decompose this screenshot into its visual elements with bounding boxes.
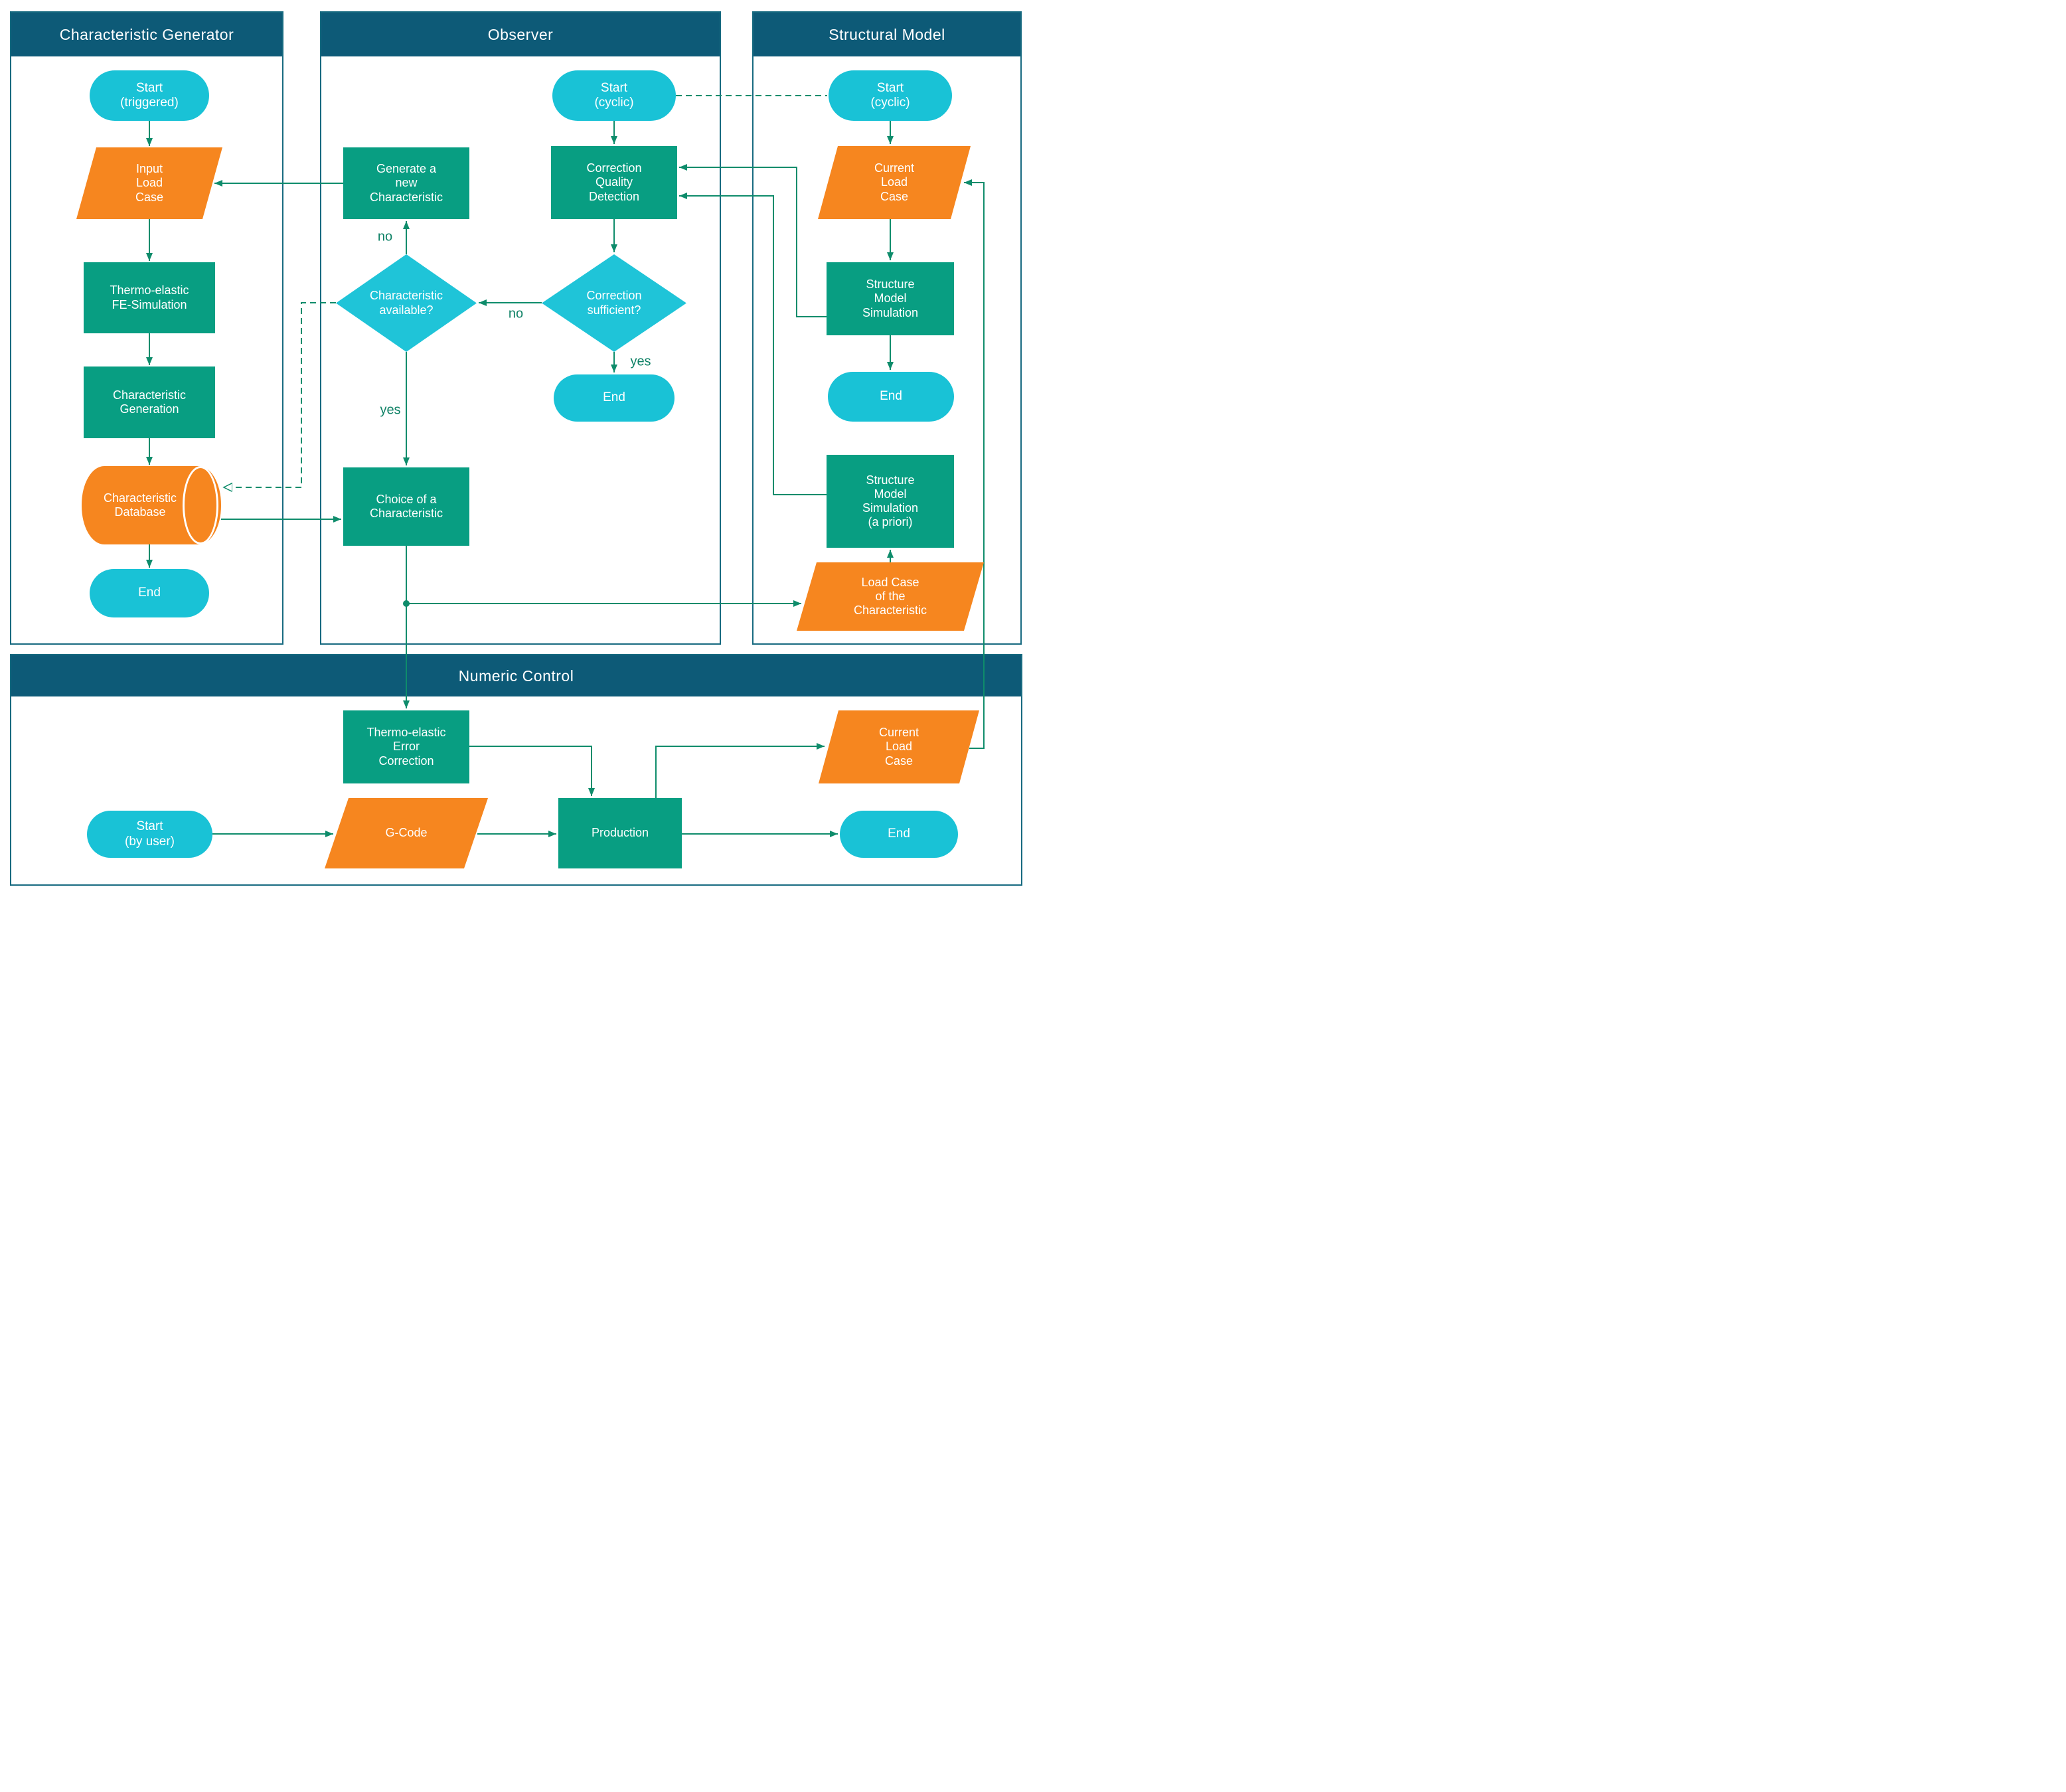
node-obs-end-label: End bbox=[603, 390, 625, 405]
node-sm-current-load-case-label: Current Load Case bbox=[874, 161, 915, 203]
node-obs-start-label: Start (cyclic) bbox=[594, 80, 634, 110]
node-sm-current-load-case: Current Load Case bbox=[818, 146, 971, 219]
lane-title-observer: Observer bbox=[487, 25, 554, 43]
lane-header-observer: Observer bbox=[321, 13, 720, 56]
lane-title-numeric-control: Numeric Control bbox=[458, 667, 574, 685]
node-cg-input-load-case-label: Input Load Case bbox=[135, 162, 164, 204]
lane-header-characteristic-generator: Characteristic Generator bbox=[11, 13, 282, 56]
node-obs-choice-label: Choice of a Characteristic bbox=[369, 492, 443, 520]
node-cg-input-load-case: Input Load Case bbox=[76, 147, 222, 219]
node-nc-production: Production bbox=[558, 798, 682, 868]
node-cg-char-generation-label: Characteristic Generation bbox=[112, 388, 187, 416]
node-obs-generate-new-label: Generate a new Characteristic bbox=[369, 162, 443, 204]
node-cg-database-label: Characteristic Database bbox=[103, 491, 177, 519]
node-sm-simulation-apriori-label: Structure Model Simulation (a priori) bbox=[862, 473, 919, 529]
edge-label-char-available-yes: yes bbox=[380, 402, 401, 418]
node-sm-start-label: Start (cyclic) bbox=[870, 80, 910, 110]
lane-title-structural-model: Structural Model bbox=[829, 25, 945, 43]
lane-header-structural-model: Structural Model bbox=[754, 13, 1020, 56]
node-obs-correction-quality: Correction Quality Detection bbox=[551, 146, 677, 219]
node-sm-end-label: End bbox=[880, 389, 902, 404]
node-cg-database: Characteristic Database bbox=[82, 466, 221, 544]
node-nc-end-label: End bbox=[888, 827, 910, 841]
edge-label-correction-sufficient-yes: yes bbox=[630, 354, 651, 369]
node-nc-start-label: Start (by user) bbox=[125, 819, 175, 849]
node-cg-start-label: Start (triggered) bbox=[120, 80, 179, 110]
node-obs-choice: Choice of a Characteristic bbox=[343, 467, 469, 546]
node-cg-fe-simulation: Thermo-elastic FE-Simulation bbox=[84, 262, 215, 333]
node-obs-generate-new: Generate a new Characteristic bbox=[343, 147, 469, 219]
node-obs-correction-sufficient-label: Correction sufficient? bbox=[586, 289, 642, 317]
node-sm-simulation-apriori: Structure Model Simulation (a priori) bbox=[827, 455, 954, 548]
node-cg-start: Start (triggered) bbox=[90, 70, 209, 121]
node-nc-gcode: G-Code bbox=[325, 798, 488, 868]
node-obs-start: Start (cyclic) bbox=[552, 70, 676, 121]
edge-label-char-available-no: no bbox=[377, 229, 393, 244]
flowchart-canvas: Characteristic Generator Observer Struct… bbox=[0, 0, 1033, 896]
lane-title-characteristic-generator: Characteristic Generator bbox=[59, 25, 234, 43]
node-sm-simulation-label: Structure Model Simulation bbox=[862, 278, 919, 319]
node-cg-end-label: End bbox=[138, 586, 161, 600]
node-nc-error-correction: Thermo-elastic Error Correction bbox=[343, 710, 469, 783]
node-sm-load-case-char: Load Case of the Characteristic bbox=[797, 562, 984, 631]
node-nc-production-label: Production bbox=[591, 826, 649, 840]
node-cg-char-generation: Characteristic Generation bbox=[84, 367, 215, 438]
node-nc-error-correction-label: Thermo-elastic Error Correction bbox=[366, 726, 446, 768]
node-nc-start: Start (by user) bbox=[87, 811, 212, 858]
node-cg-fe-simulation-label: Thermo-elastic FE-Simulation bbox=[110, 284, 189, 311]
node-obs-correction-quality-label: Correction Quality Detection bbox=[586, 161, 642, 203]
node-nc-end: End bbox=[840, 811, 958, 858]
node-cg-end: End bbox=[90, 569, 209, 617]
node-nc-current-load-case-label: Current Load Case bbox=[878, 726, 919, 768]
lane-header-numeric-control: Numeric Control bbox=[11, 655, 1021, 696]
node-sm-start: Start (cyclic) bbox=[829, 70, 952, 121]
node-sm-end: End bbox=[828, 372, 954, 422]
node-nc-gcode-label: G-Code bbox=[385, 826, 428, 840]
node-obs-end: End bbox=[554, 374, 675, 422]
node-sm-load-case-char-label: Load Case of the Characteristic bbox=[853, 575, 927, 617]
edge-label-correction-sufficient-no: no bbox=[508, 306, 524, 321]
node-obs-char-available-label: Characteristic available? bbox=[369, 289, 443, 317]
node-sm-simulation: Structure Model Simulation bbox=[827, 262, 954, 335]
node-nc-current-load-case: Current Load Case bbox=[819, 710, 979, 783]
